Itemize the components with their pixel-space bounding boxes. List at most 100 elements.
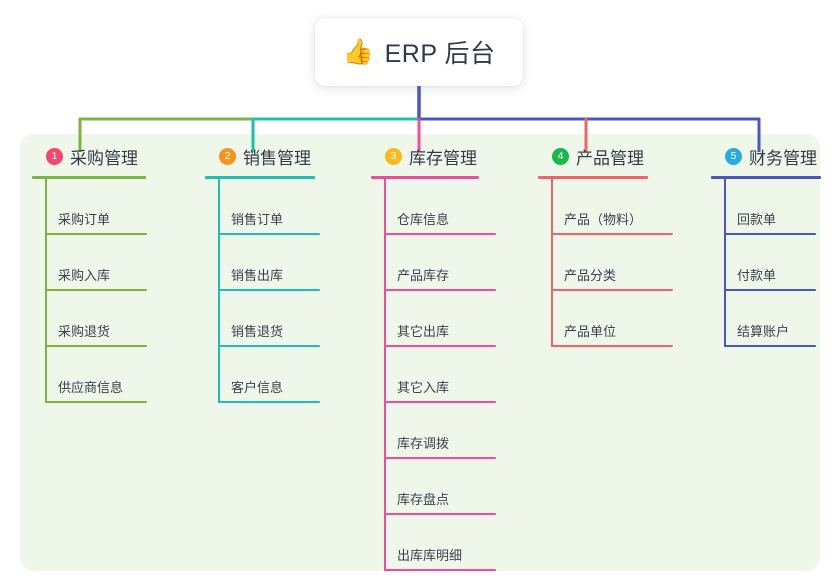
leaf-rule [384, 345, 496, 347]
branch-header-5[interactable]: 5 财务管理 [711, 143, 839, 169]
leaf-item[interactable]: 销售退货 [205, 291, 365, 347]
leaf-label: 产品库存 [397, 268, 450, 283]
leaf-label: 销售出库 [231, 268, 284, 283]
leaf-rule [45, 233, 147, 235]
leaf-item[interactable]: 产品（物料） [538, 179, 718, 235]
branch-header-1[interactable]: 1 采购管理 [32, 143, 192, 169]
leaf-item[interactable]: 产品分类 [538, 235, 718, 291]
leaf-label: 采购订单 [58, 212, 111, 227]
leaf-item[interactable]: 采购退货 [32, 291, 192, 347]
branch-leaf-list-3: 仓库信息产品库存其它出库其它入库库存调拨库存盘点出库库明细 [371, 179, 546, 571]
leaf-stem [45, 347, 47, 403]
branch-title-3: 库存管理 [409, 148, 477, 168]
leaf-stem [724, 291, 726, 347]
leaf-item[interactable]: 销售出库 [205, 235, 365, 291]
leaf-rule [551, 345, 673, 347]
leaf-item[interactable]: 客户信息 [205, 347, 365, 403]
leaf-item[interactable]: 产品单位 [538, 291, 718, 347]
leaf-rule [724, 289, 816, 291]
branch-header-3[interactable]: 3 库存管理 [371, 143, 546, 169]
leaf-rule [45, 289, 147, 291]
branch-title-2: 销售管理 [243, 148, 311, 168]
leaf-stem [45, 179, 47, 235]
leaf-item[interactable]: 结算账户 [711, 291, 839, 347]
leaf-stem [45, 235, 47, 291]
leaf-item[interactable]: 出库库明细 [371, 515, 546, 571]
branch-column-5: 5 财务管理 回款单付款单结算账户 [711, 143, 839, 347]
leaf-label: 供应商信息 [58, 380, 124, 395]
branch-badge-1: 1 [46, 147, 63, 165]
leaf-stem [724, 179, 726, 235]
branch-badge-4: 4 [552, 147, 569, 165]
thumbs-up-icon: 👍 [342, 37, 374, 66]
leaf-label: 回款单 [737, 212, 777, 227]
leaf-stem [218, 347, 220, 403]
leaf-item[interactable]: 采购订单 [32, 179, 192, 235]
leaf-rule [384, 233, 496, 235]
leaf-stem [45, 291, 47, 347]
leaf-rule [384, 457, 496, 459]
branch-title-5: 财务管理 [749, 148, 817, 168]
leaf-item[interactable]: 产品库存 [371, 235, 546, 291]
leaf-label: 其它入库 [397, 380, 450, 395]
leaf-stem [384, 403, 386, 459]
branch-column-1: 1 采购管理 采购订单采购入库采购退货供应商信息 [32, 143, 192, 403]
leaf-stem [384, 459, 386, 515]
leaf-item[interactable]: 销售订单 [205, 179, 365, 235]
leaf-item[interactable]: 供应商信息 [32, 347, 192, 403]
branch-header-2[interactable]: 2 销售管理 [205, 143, 365, 169]
leaf-item[interactable]: 采购入库 [32, 235, 192, 291]
leaf-label: 仓库信息 [397, 212, 450, 227]
branch-leaf-list-1: 采购订单采购入库采购退货供应商信息 [32, 179, 192, 403]
leaf-label: 产品（物料） [564, 212, 643, 227]
branch-rule-2 [205, 176, 315, 179]
branch-rule-3 [371, 176, 479, 179]
leaf-item[interactable]: 付款单 [711, 235, 839, 291]
root-node-title: ERP 后台 [384, 40, 496, 68]
leaf-rule [724, 345, 816, 347]
leaf-stem [384, 179, 386, 235]
leaf-rule [218, 345, 320, 347]
branch-leaf-list-4: 产品（物料） 产品分类产品单位 [538, 179, 718, 347]
branch-leaf-list-2: 销售订单销售出库销售退货客户信息 [205, 179, 365, 403]
leaf-item[interactable]: 回款单 [711, 179, 839, 235]
leaf-item[interactable]: 其它入库 [371, 347, 546, 403]
root-node-card[interactable]: 👍 ERP 后台 [315, 18, 523, 86]
leaf-rule [384, 401, 496, 403]
leaf-rule [218, 401, 320, 403]
leaf-rule [45, 345, 147, 347]
leaf-label: 客户信息 [231, 380, 284, 395]
leaf-item[interactable]: 库存盘点 [371, 459, 546, 515]
leaf-item[interactable]: 库存调拨 [371, 403, 546, 459]
branch-header-4[interactable]: 4 产品管理 [538, 143, 718, 169]
leaf-label: 销售退货 [231, 324, 284, 339]
leaf-stem [384, 291, 386, 347]
leaf-stem [724, 235, 726, 291]
leaf-label: 库存调拨 [397, 436, 450, 451]
branch-badge-3: 3 [385, 147, 402, 165]
leaf-stem [218, 291, 220, 347]
leaf-label: 库存盘点 [397, 492, 450, 507]
branch-badge-2: 2 [219, 147, 236, 165]
leaf-rule [218, 233, 320, 235]
leaf-item[interactable]: 其它出库 [371, 291, 546, 347]
leaf-rule [218, 289, 320, 291]
leaf-stem [551, 235, 553, 291]
leaf-stem [384, 515, 386, 571]
leaf-label: 付款单 [737, 268, 777, 283]
branch-rule-5 [711, 176, 821, 179]
leaf-stem [551, 291, 553, 347]
leaf-item[interactable]: 仓库信息 [371, 179, 546, 235]
leaf-rule [384, 513, 496, 515]
leaf-rule [45, 401, 147, 403]
leaf-label: 产品分类 [564, 268, 617, 283]
leaf-stem [218, 235, 220, 291]
leaf-label: 出库库明细 [397, 548, 463, 563]
leaf-label: 采购入库 [58, 268, 111, 283]
leaf-label: 销售订单 [231, 212, 284, 227]
leaf-label: 产品单位 [564, 324, 617, 339]
branch-rule-1 [32, 176, 146, 179]
leaf-label: 其它出库 [397, 324, 450, 339]
leaf-stem [384, 347, 386, 403]
branch-rule-4 [538, 176, 648, 179]
